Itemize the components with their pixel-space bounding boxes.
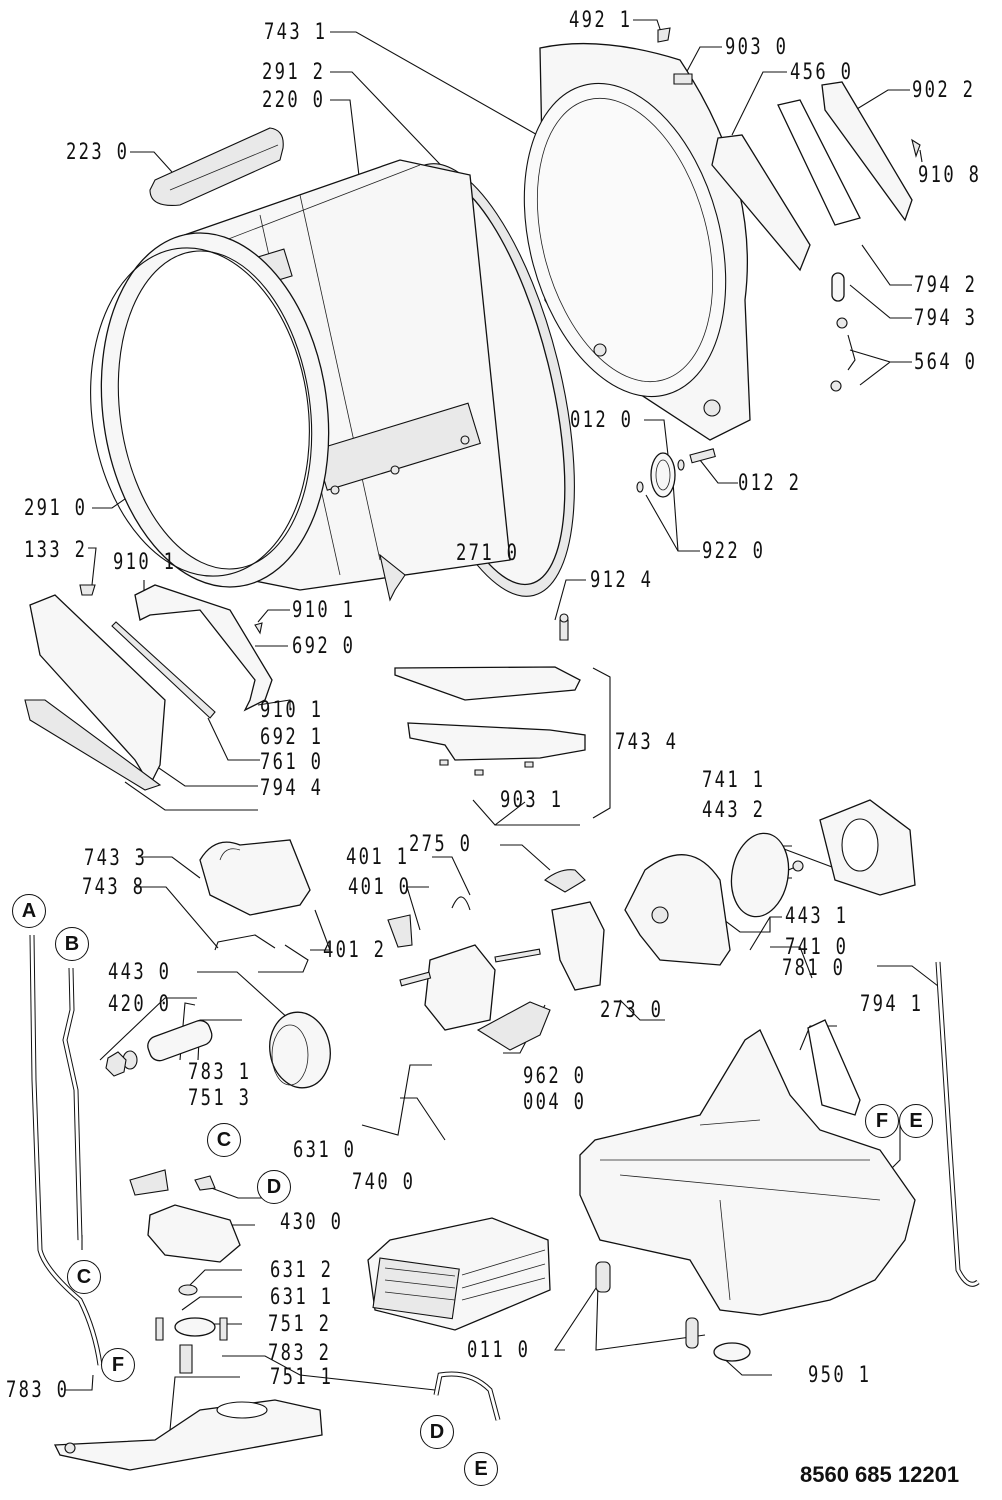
rear-panel-part: [492, 44, 758, 440]
callout-631-2: 631 2: [270, 1258, 334, 1283]
thermostat-parts: [130, 1170, 240, 1373]
callout-743-4: 743 4: [615, 730, 679, 755]
callout-492-1: 492 1: [569, 8, 633, 33]
connector-b: B: [55, 927, 89, 961]
callout-291-0: 291 0: [24, 496, 88, 521]
callout-692-0: 692 0: [292, 634, 356, 659]
callout-794-2: 794 2: [914, 273, 978, 298]
callout-751-1: 751 1: [270, 1365, 334, 1390]
callout-902-2: 902 2: [912, 78, 976, 103]
callout-743-1: 743 1: [264, 20, 328, 45]
callout-783-2: 783 2: [268, 1341, 332, 1366]
callout-011-0: 011 0: [467, 1338, 531, 1363]
callout-761-0: 761 0: [260, 750, 324, 775]
connector-c-top: C: [207, 1123, 241, 1157]
motor-cover-part: [200, 840, 310, 972]
callout-271-0: 271 0: [456, 541, 520, 566]
drum-part: [70, 145, 611, 615]
hoses: [32, 935, 978, 1420]
fan-housing-part: [625, 800, 915, 965]
callout-273-0: 273 0: [600, 998, 664, 1023]
callout-291-2: 291 2: [262, 60, 326, 85]
connector-e-bottom: E: [464, 1452, 498, 1486]
callout-012-2: 012 2: [738, 471, 802, 496]
callout-910-1-a: 910 1: [113, 550, 177, 575]
callout-401-0: 401 0: [348, 875, 412, 900]
document-number: 8560 685 12201: [800, 1462, 960, 1487]
heater-part: [368, 1218, 550, 1330]
callout-903-1: 903 1: [500, 788, 564, 813]
callout-401-1: 401 1: [346, 845, 410, 870]
connector-a: A: [12, 894, 46, 928]
duct-cover-part: [395, 614, 610, 818]
callout-741-0: 741 0: [785, 935, 849, 960]
callout-012-0: 012 0: [570, 408, 634, 433]
callout-743-3: 743 3: [84, 846, 148, 871]
callout-420-0: 420 0: [108, 992, 172, 1017]
callout-962-0: 962 0: [523, 1064, 587, 1089]
callout-743-8: 743 8: [82, 875, 146, 900]
callout-741-1: 741 1: [702, 768, 766, 793]
callout-631-0: 631 0: [293, 1138, 357, 1163]
connector-f-left: F: [101, 1348, 135, 1382]
callout-783-0: 783 0: [6, 1378, 70, 1403]
motor-part: [388, 870, 604, 1050]
blower-wheel-part: [106, 1007, 336, 1092]
callout-794-3: 794 3: [914, 306, 978, 331]
leader-lines: [65, 20, 938, 1430]
base-part: [580, 1020, 915, 1361]
callout-794-4: 794 4: [260, 776, 324, 801]
callout-004-0: 004 0: [523, 1090, 587, 1115]
callout-912-4: 912 4: [590, 568, 654, 593]
callout-751-3: 751 3: [188, 1086, 252, 1111]
callout-133-2: 133 2: [24, 538, 88, 563]
callout-275-0: 275 0: [409, 832, 473, 857]
callout-922-0: 922 0: [702, 539, 766, 564]
callout-740-0: 740 0: [352, 1170, 416, 1195]
callout-443-1: 443 1: [785, 904, 849, 929]
connector-e-right: E: [899, 1104, 933, 1138]
callout-564-0: 564 0: [914, 350, 978, 375]
connector-f-right: F: [865, 1104, 899, 1138]
connector-d-bottom: D: [420, 1415, 454, 1449]
callout-220-0: 220 0: [262, 88, 326, 113]
callout-443-0: 443 0: [108, 960, 172, 985]
callout-631-1: 631 1: [270, 1285, 334, 1310]
small-parts-top-right: [658, 28, 920, 391]
callout-781-0: 781 0: [782, 956, 846, 981]
callout-430-0: 430 0: [280, 1210, 344, 1235]
callout-692-1: 692 1: [260, 725, 324, 750]
callout-903-0: 903 0: [725, 35, 789, 60]
callout-783-1: 783 1: [188, 1060, 252, 1085]
callout-910-8: 910 8: [918, 163, 982, 188]
callout-456-0: 456 0: [790, 60, 854, 85]
connector-c-bottom: C: [67, 1260, 101, 1294]
callout-401-2: 401 2: [323, 938, 387, 963]
callout-443-2: 443 2: [702, 798, 766, 823]
callout-950-1: 950 1: [808, 1363, 872, 1388]
callout-794-1: 794 1: [860, 992, 924, 1017]
callout-223-0: 223 0: [66, 140, 130, 165]
callout-910-1-c: 910 1: [260, 698, 324, 723]
roller-part: [637, 449, 715, 497]
callout-751-2: 751 2: [268, 1312, 332, 1337]
callout-910-1-b: 910 1: [292, 598, 356, 623]
baffle-part: [150, 128, 283, 205]
connector-d-top: D: [257, 1170, 291, 1204]
bracket-part: [55, 1400, 322, 1470]
front-filter-housing-part: [25, 585, 272, 790]
